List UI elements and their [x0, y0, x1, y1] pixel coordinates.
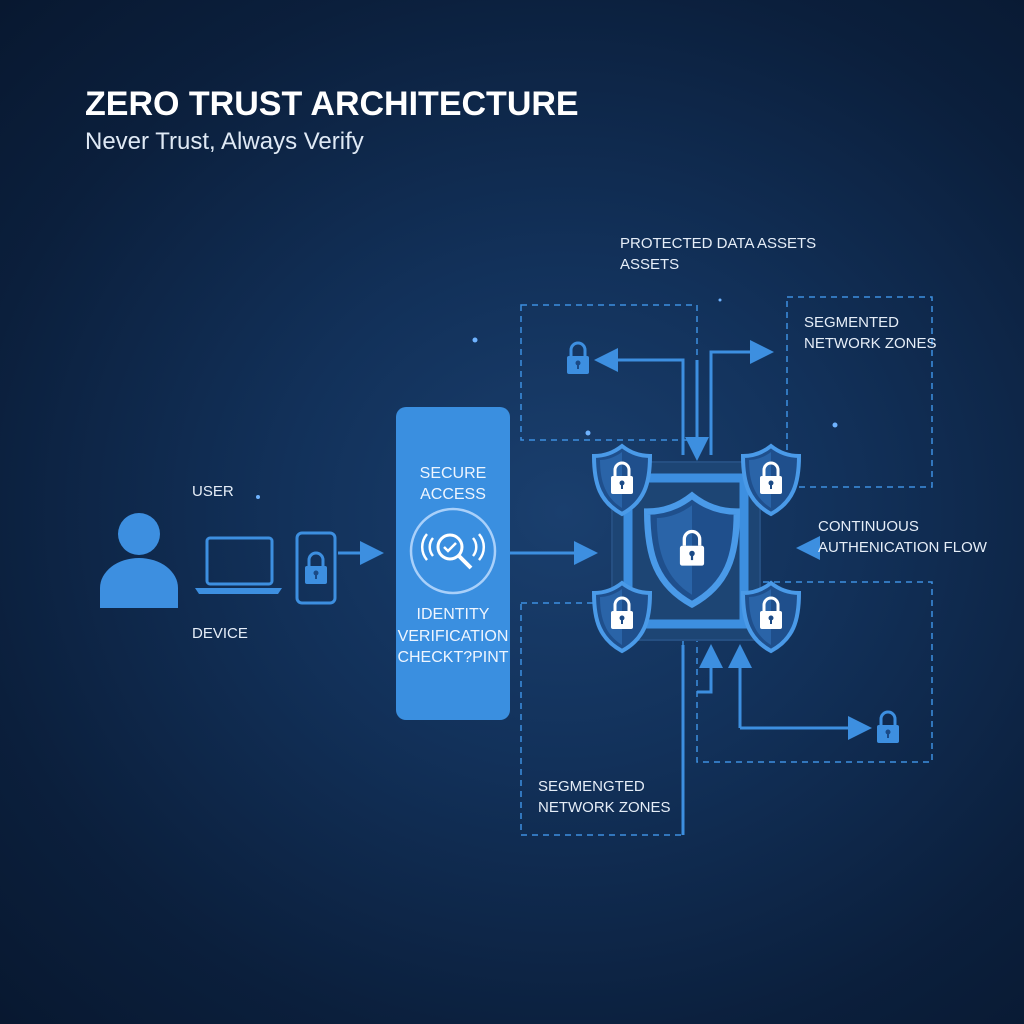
lock-icon: [875, 710, 901, 745]
glow-dots: [256, 298, 838, 499]
zone-top-right: [786, 296, 933, 488]
segmented-zones-top-label-2: NETWORK ZONES: [804, 335, 937, 352]
page-title: ZERO TRUST ARCHITECTURE: [85, 85, 579, 123]
segmented-zones-top-label: SEGMENTED: [804, 314, 899, 331]
checkpoint-access-text: ACCESS: [420, 486, 486, 503]
checkpoint-verification-text: VERIFICATION: [398, 628, 509, 645]
continuous-auth-label: CONTINUOUS: [818, 518, 919, 535]
laptop-icon: [195, 536, 282, 594]
continuous-auth-label-2: AUTHENICATION FLOW: [818, 539, 988, 556]
segmented-zones-bottom-label-2: NETWORK ZONES: [538, 799, 671, 816]
lock-icon: [565, 341, 591, 376]
checkpoint-secure-text: SECURE: [420, 465, 487, 482]
user-label: USER: [192, 483, 234, 500]
flow-arrows: [594, 340, 872, 835]
zone-bottom-right: [696, 581, 933, 763]
user-icon: [100, 513, 178, 608]
page-subtitle: Never Trust, Always Verify: [85, 128, 364, 155]
protected-assets-label-2: ASSETS: [620, 256, 679, 273]
checkpoint-identity-text: IDENTITY: [417, 606, 490, 623]
protected-assets-label: PROTECTED DATA ASSETS: [620, 235, 816, 252]
segmented-zones-bottom-label: SEGMENGTED: [538, 778, 645, 795]
identity-checkpoint-panel: SECURE ACCESS IDENTITY VERIFICATION CHEC…: [396, 407, 510, 720]
zone-top-left: [520, 304, 698, 441]
device-label: DEVICE: [192, 625, 248, 642]
verification-magnifier-icon: [409, 507, 497, 595]
phone-icon: [295, 531, 337, 605]
checkpoint-checkpoint-text: CHECKT?PINT: [397, 649, 508, 666]
